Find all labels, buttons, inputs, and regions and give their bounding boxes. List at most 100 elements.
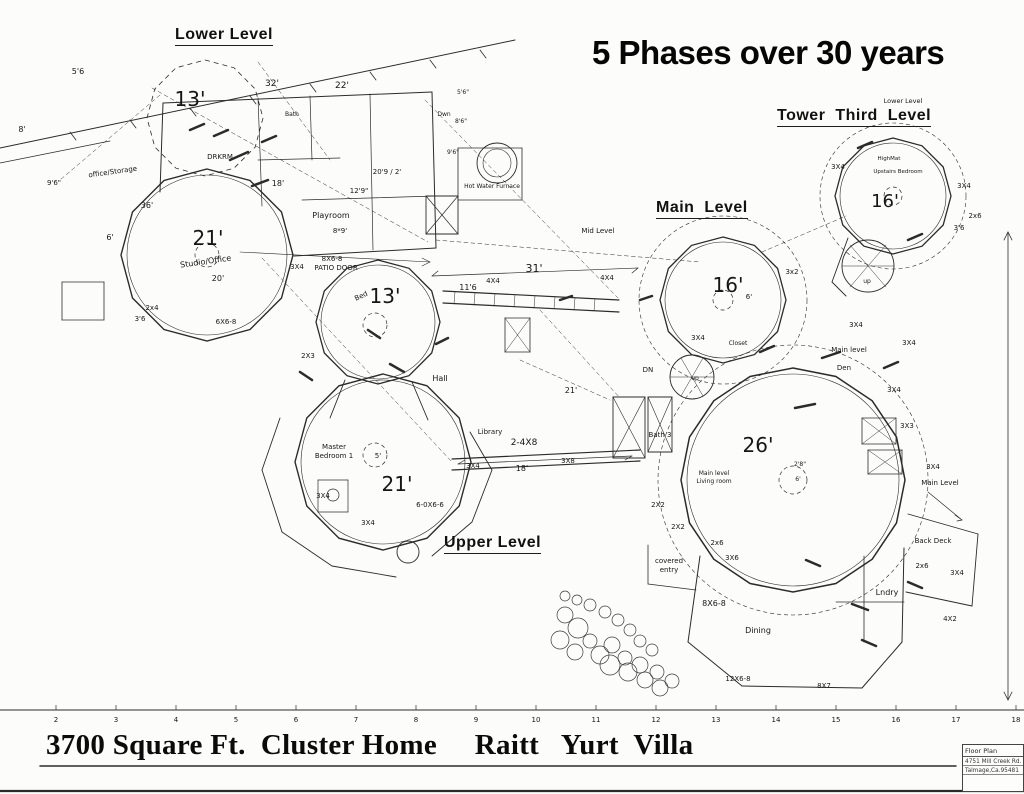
annotation-label: Den: [837, 364, 851, 372]
annotation-label: 4X2: [943, 615, 957, 623]
bush: [567, 617, 589, 639]
annotation-label: 2'8": [794, 461, 806, 468]
annotation-label: DRKRM: [207, 153, 233, 161]
plan-line: [431, 91, 437, 249]
annotation-label: 18': [272, 179, 284, 188]
plan-line: [758, 344, 776, 354]
plan-line: [331, 565, 397, 578]
plan-line: [906, 232, 924, 242]
annotation-label: 6': [106, 233, 113, 242]
bush: [559, 590, 571, 602]
bush: [631, 656, 649, 674]
plan-line: [0, 39, 516, 149]
bush: [617, 650, 633, 666]
annotation-label: Lower Level: [884, 97, 923, 105]
annotation-label: 21': [382, 472, 413, 496]
annotation-label: 6': [746, 293, 752, 301]
plan-circle: [476, 142, 518, 184]
ruler-number: 12: [652, 716, 661, 724]
plan-line: [687, 641, 743, 687]
annotation-label: Main level: [831, 346, 867, 354]
annotation-label: Upstairs Bedroom: [873, 169, 922, 175]
annotation-label: 26': [743, 433, 774, 457]
plan-line: [457, 459, 466, 465]
annotation-label: 5'6": [457, 89, 469, 96]
plan-line: [309, 83, 317, 93]
annotation-label: 32': [265, 79, 279, 89]
annotation-label: 2x6: [968, 212, 982, 220]
plan-line: [388, 362, 406, 374]
plan-line: [261, 469, 283, 533]
plan-line: [411, 381, 429, 421]
ruler-number: 15: [832, 716, 841, 724]
title-block-address-1: 4751 Mill Creek Rd.: [963, 758, 1023, 766]
plan-line: [249, 95, 257, 105]
plan-circle: [126, 174, 288, 336]
annotation-label: 2x6: [915, 562, 929, 570]
plan-line: [927, 491, 963, 521]
plan-line: [573, 297, 576, 311]
plan-line: [680, 357, 693, 378]
annotation-label: Master: [322, 443, 346, 451]
bush: [550, 630, 570, 650]
bush: [571, 594, 583, 606]
plan-circle: [362, 312, 388, 338]
plan-line: [850, 602, 870, 612]
plan-line: [298, 370, 314, 382]
plan-line: [612, 396, 646, 459]
ruler-number: 17: [952, 716, 961, 724]
plan-line: [431, 267, 639, 277]
annotation-label: 2X2: [651, 501, 665, 509]
annotation-label: 3X4: [290, 263, 304, 271]
ruler-number: 18: [1012, 716, 1021, 724]
phases-heading: 5 Phases over 30 years: [592, 34, 945, 71]
plan-circle: [300, 379, 466, 545]
plan-line: [1003, 691, 1009, 701]
plan-line: [849, 265, 869, 288]
plan-line: [69, 131, 77, 141]
annotation-label: 8X6-8: [322, 255, 343, 263]
title-block: Floor Plan 4751 Mill Creek Rd. Talmage,C…: [962, 744, 1024, 792]
plan-line: [631, 267, 639, 274]
plan-circle: [669, 354, 715, 400]
plan-line: [860, 638, 878, 648]
ruler-number: 14: [772, 716, 781, 724]
bush: [633, 634, 647, 648]
annotation-label: Library: [478, 428, 502, 436]
plan-line: [369, 71, 377, 81]
plan-circle: [396, 540, 420, 564]
main-level-heading: Main Level: [656, 199, 748, 219]
annotation-label: Main level: [699, 470, 730, 477]
annotation-label: 9'6": [447, 149, 459, 156]
plan-circle: [194, 242, 220, 268]
plan-line: [293, 247, 437, 257]
plan-line: [820, 350, 842, 360]
annotation-label: 3X8: [561, 457, 575, 465]
studio-office-21ft-yurt: [120, 168, 294, 342]
plan-line: [421, 257, 431, 263]
annotation-label: 13': [370, 284, 401, 308]
annotation-label: Dining: [745, 626, 771, 635]
plan-line: [261, 417, 281, 471]
bush: [618, 662, 638, 682]
ruler-number: 10: [532, 716, 541, 724]
plan-line: [504, 317, 531, 353]
plan-line: [261, 257, 453, 463]
annotation-label: Bath 3: [649, 431, 672, 439]
annotation-label: 5': [375, 452, 381, 460]
plan-line: [260, 134, 278, 144]
annotation-label: 2x4: [145, 304, 159, 312]
annotation-label: 3'6: [135, 315, 146, 323]
plan-line: [867, 449, 903, 475]
plan-line: [425, 195, 459, 235]
plan-line: [867, 244, 887, 267]
bed-13ft-yurt: [315, 259, 441, 385]
plan-line: [905, 591, 973, 607]
plan-line: [228, 150, 250, 162]
annotation-label: 9'6": [47, 179, 61, 187]
tower-third-level-heading: Tower Third Level: [777, 107, 932, 127]
plan-line: [435, 239, 701, 263]
annotation-label: 3X4: [316, 492, 330, 500]
title-block-address-2: Talmage,Ca.95481: [963, 766, 1023, 775]
